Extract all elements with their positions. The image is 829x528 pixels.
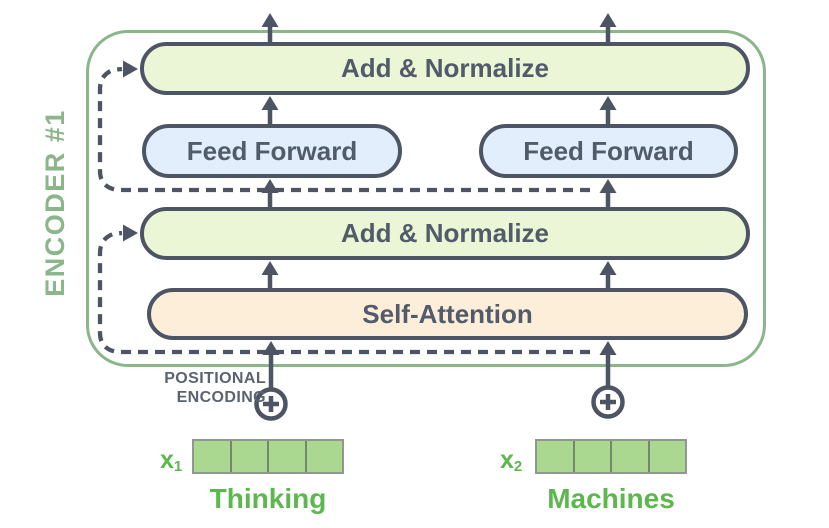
positional-encoding-line1: POSITIONAL bbox=[164, 370, 266, 387]
arrow-up-icon bbox=[261, 261, 279, 289]
residual-dashed-path-upper bbox=[97, 60, 590, 193]
embedding-cell bbox=[572, 441, 610, 472]
feed-forward-left-box: Feed Forward bbox=[142, 124, 402, 178]
feed-forward-right-label: Feed Forward bbox=[523, 135, 694, 166]
self-attention-label: Self-Attention bbox=[362, 298, 533, 329]
embedding-cell bbox=[304, 441, 342, 472]
self-attention-box: Self-Attention bbox=[147, 288, 748, 340]
embedding-cell bbox=[647, 441, 685, 472]
arrow-up-icon bbox=[599, 261, 617, 289]
embedding-cell bbox=[229, 441, 267, 472]
arrow-up-icon bbox=[261, 96, 279, 125]
embedding-vector-x2 bbox=[535, 439, 687, 474]
positional-encoding-caption: POSITIONAL ENCODING bbox=[125, 369, 266, 407]
encoder-box-outline bbox=[86, 30, 766, 367]
embedding-label-x1: x1 bbox=[160, 446, 182, 475]
embedding-cell bbox=[537, 441, 573, 472]
up-arrows bbox=[261, 13, 617, 390]
arrow-up-icon bbox=[599, 341, 617, 388]
arrow-up-icon bbox=[599, 13, 617, 44]
embedding-cell bbox=[610, 441, 648, 472]
embedding-label-x2: x2 bbox=[500, 446, 522, 475]
arrow-up-icon bbox=[599, 179, 617, 208]
residual-dashed-path-lower bbox=[97, 224, 590, 355]
feed-forward-right-box: Feed Forward bbox=[479, 124, 738, 178]
x1-subscript: 1 bbox=[173, 458, 183, 475]
dashed-arrowhead-icon bbox=[123, 60, 138, 78]
arrow-up-icon bbox=[599, 96, 617, 125]
dashed-arrowhead-icon bbox=[123, 224, 138, 242]
feed-forward-left-label: Feed Forward bbox=[186, 135, 358, 166]
add-normalize-bottom-box: Add & Normalize bbox=[140, 207, 750, 260]
x1-symbol: x bbox=[160, 446, 174, 474]
embedding-cell bbox=[267, 441, 305, 472]
positional-encoding-line2: ENCODING bbox=[176, 389, 266, 407]
embedding-vector-x1 bbox=[192, 439, 344, 474]
arrow-up-icon bbox=[261, 179, 279, 208]
add-normalize-top-label: Add & Normalize bbox=[340, 53, 550, 83]
x2-subscript: 2 bbox=[513, 458, 523, 475]
arrow-up-icon bbox=[262, 341, 280, 390]
positional-encoding-plus-icon bbox=[254, 387, 288, 421]
input-word-2: Machines bbox=[547, 483, 675, 514]
positional-encoding-plus-icon bbox=[591, 385, 625, 419]
add-normalize-top-box: Add & Normalize bbox=[140, 42, 750, 95]
input-word-1: Thinking bbox=[209, 483, 327, 514]
arrow-up-icon bbox=[261, 13, 279, 44]
embedding-cell bbox=[194, 441, 230, 472]
add-normalize-bottom-label: Add & Normalize bbox=[340, 218, 550, 248]
x2-symbol: x bbox=[500, 446, 514, 474]
